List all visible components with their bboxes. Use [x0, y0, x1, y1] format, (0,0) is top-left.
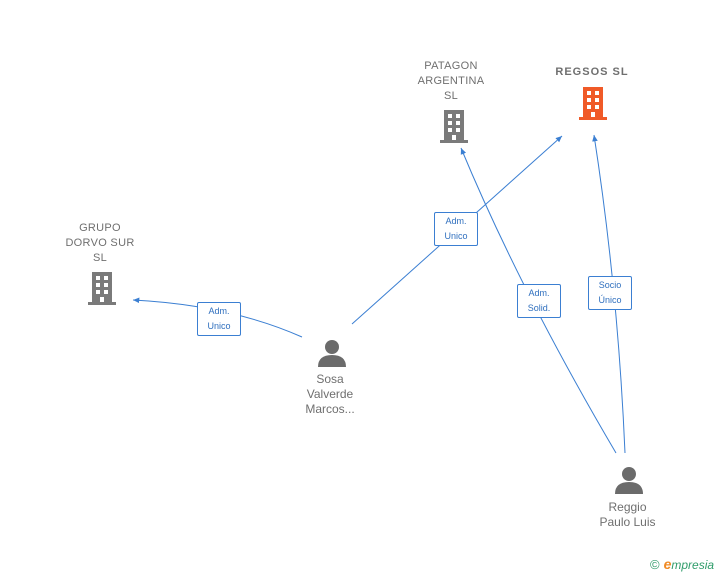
edge-label-adm-solid[interactable]: Adm. Solid.	[517, 284, 561, 318]
copyright-symbol: ©	[650, 556, 660, 572]
building-icon[interactable]	[86, 270, 118, 306]
edge-label-adm-unico[interactable]: Adm. Unico	[197, 302, 241, 336]
edge-label-adm-unico[interactable]: Adm. Unico	[434, 212, 478, 246]
node-label-sosa-valverde[interactable]: Sosa Valverde Marcos...	[305, 372, 355, 416]
node-label-patagon-argentina[interactable]: PATAGON ARGENTINA SL	[417, 60, 485, 102]
brand-logo: © empresia	[650, 556, 714, 572]
building-icon[interactable]	[438, 108, 470, 144]
building-icon[interactable]	[577, 85, 609, 121]
node-label-regsos[interactable]: REGSOS SL	[555, 66, 629, 78]
node-label-reggio-paulo[interactable]: Reggio Paulo Luis	[599, 500, 656, 529]
brand-name: mpresia	[671, 558, 715, 572]
person-icon[interactable]	[613, 465, 645, 495]
person-icon[interactable]	[316, 338, 348, 368]
node-label-grupo-dorvo-sur[interactable]: GRUPO DORVO SUR SL	[65, 222, 135, 264]
edge-label-socio-unico[interactable]: Socio Único	[588, 276, 632, 310]
brand-initial: e	[663, 556, 672, 572]
